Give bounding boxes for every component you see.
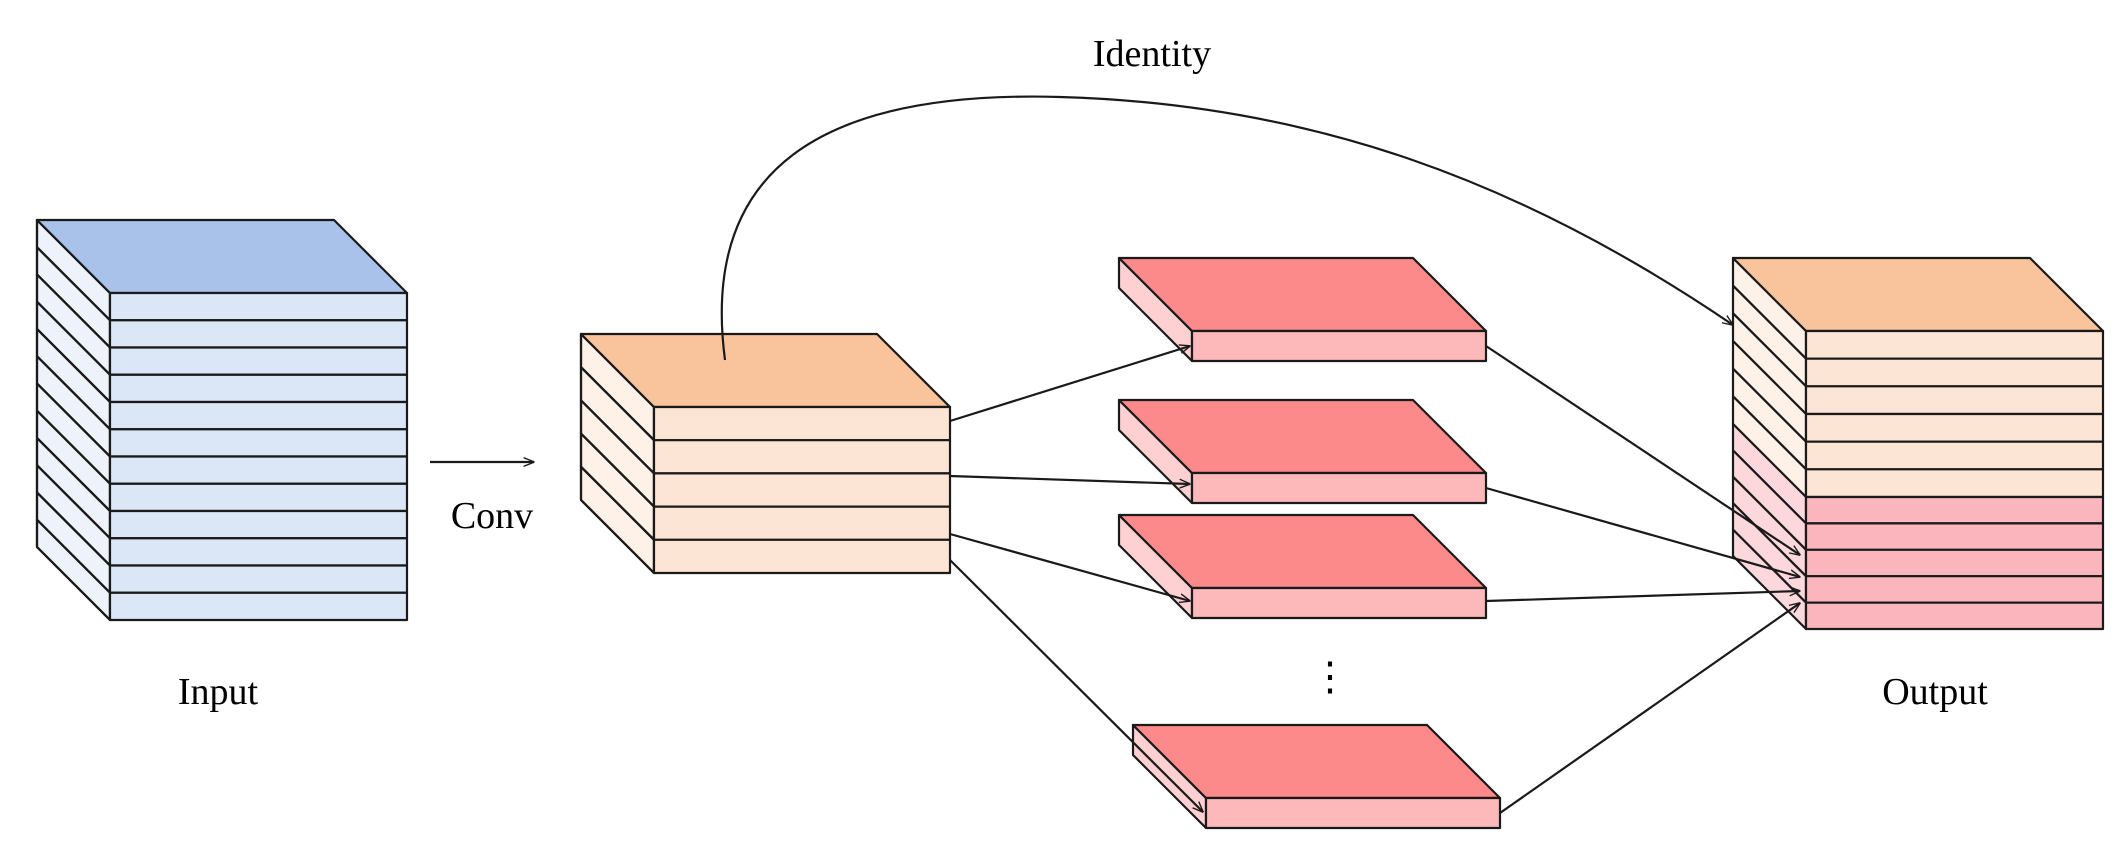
conv-layer	[652, 472, 952, 508]
merge-arrow-3	[1485, 591, 1800, 603]
input-layer	[108, 428, 409, 458]
output-label: Output	[1882, 671, 1988, 713]
conv-side-layer-line	[580, 366, 655, 441]
identity-arrow	[720, 95, 1733, 361]
input-block	[35, 218, 409, 622]
output-layer	[1804, 495, 2105, 525]
input-side-layer-line	[36, 518, 111, 594]
input-layer	[108, 319, 409, 349]
output-layer	[1804, 575, 2105, 604]
conv-block	[579, 332, 952, 575]
split-block-1	[1117, 256, 1488, 363]
split-block-3	[1117, 513, 1488, 620]
output-block	[1731, 256, 2105, 631]
input-label: Input	[178, 671, 259, 713]
conv-layer	[652, 439, 952, 475]
conv-layer	[652, 405, 952, 442]
output-layer	[1804, 468, 2105, 499]
output-layer	[1804, 329, 2105, 360]
input-layer	[108, 564, 409, 594]
merge-arrow-2	[1485, 486, 1800, 577]
split-arrow-2	[949, 474, 1190, 484]
output-layer	[1804, 412, 2105, 443]
output-layer	[1804, 385, 2105, 416]
input-layer	[108, 482, 409, 513]
input-side-layer-line	[36, 246, 111, 322]
input-side-layer-line	[36, 437, 111, 512]
conv-layer	[652, 505, 952, 541]
output-layer	[1804, 548, 2105, 578]
input-layer	[108, 346, 409, 376]
conv-side-layer-line	[580, 399, 655, 475]
split-3-layer	[1190, 586, 1488, 620]
input-side-layer-line	[36, 382, 111, 458]
split-arrow-4	[949, 559, 1203, 812]
input-side-layer-line	[36, 300, 111, 376]
split-4-layer	[1204, 796, 1502, 830]
split-block-2	[1117, 398, 1488, 505]
ellipsis-label: ⋮	[1310, 654, 1350, 699]
merge-arrow-4	[1499, 603, 1800, 814]
split-1-layer	[1190, 329, 1488, 363]
input-layer	[108, 291, 409, 322]
output-layer	[1804, 440, 2105, 471]
input-side-layer-line	[36, 328, 111, 403]
input-side-layer-line	[36, 464, 111, 540]
split-arrow-1	[949, 346, 1190, 423]
output-layer	[1804, 601, 2105, 631]
output-side	[1731, 256, 1808, 631]
output-layer	[1804, 357, 2105, 388]
split-2-layer	[1190, 471, 1488, 505]
input-layer	[108, 455, 409, 485]
input-layer	[108, 591, 409, 622]
input-side-layer-line	[36, 273, 111, 349]
split-block-4	[1131, 723, 1502, 830]
input-layer	[108, 373, 409, 404]
input-side-layer-line	[36, 409, 111, 485]
merge-arrow-1	[1485, 345, 1800, 555]
input-layer	[108, 509, 409, 540]
input-layer	[108, 537, 409, 567]
identity-label: Identity	[1093, 33, 1211, 75]
conv-side-layer-line	[580, 466, 655, 541]
input-layer	[108, 400, 409, 431]
conv-layer	[652, 538, 952, 575]
input-side-layer-line	[36, 355, 111, 431]
conv-side-layer-line	[580, 432, 655, 508]
split-arrow-3	[949, 532, 1190, 601]
input-side-layer-line	[36, 491, 111, 567]
conv-label: Conv	[451, 495, 533, 537]
output-layer	[1804, 522, 2105, 551]
split-blocks	[1117, 256, 1502, 830]
connection-arrows	[430, 95, 1800, 814]
